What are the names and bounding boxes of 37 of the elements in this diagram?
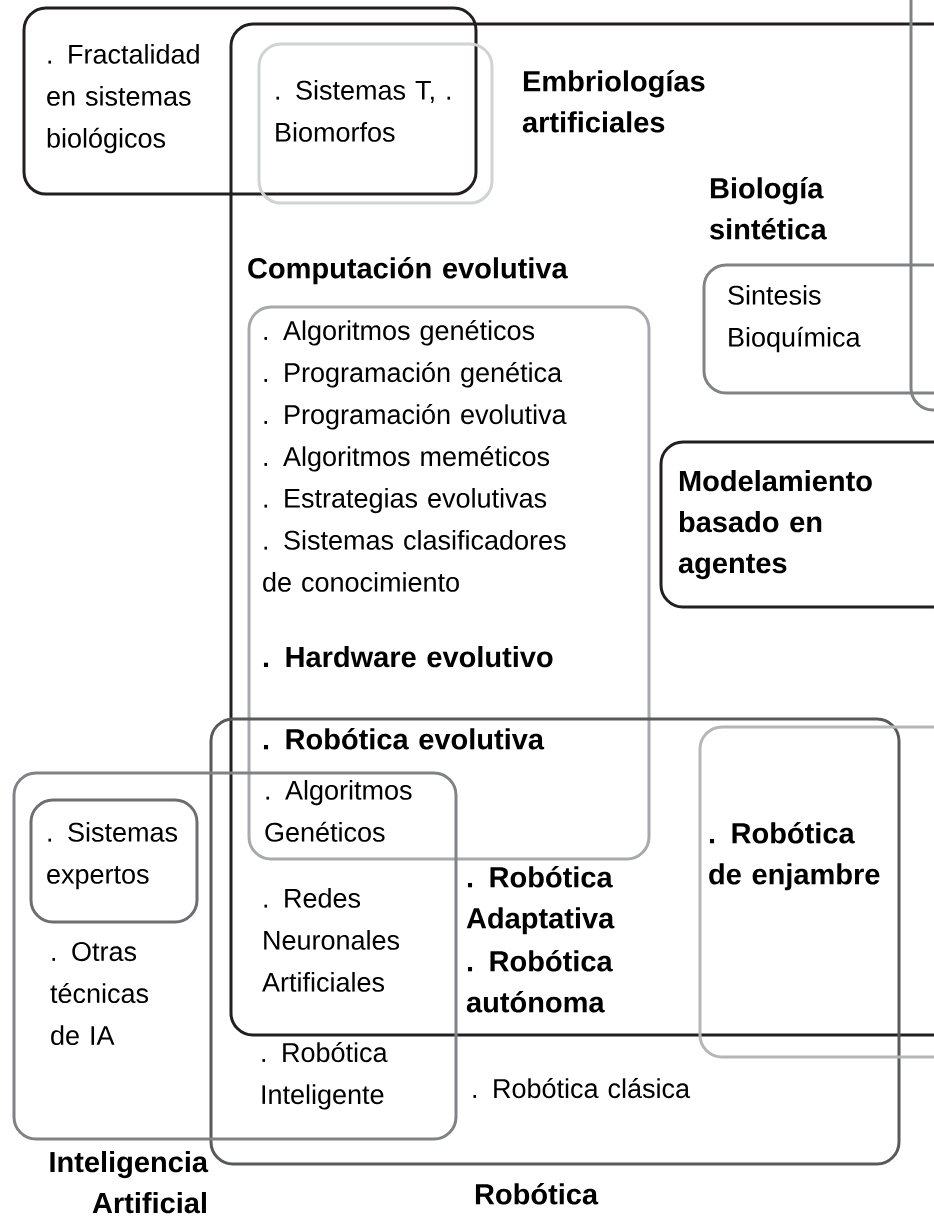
label: . Robótica Inteligente: [262, 1042, 388, 1110]
heading: Embriologías artificiales: [522, 70, 705, 133]
rounded-box: [909, 0, 934, 412]
rounded-box: [209, 717, 901, 1166]
list-item: . Programación evolutiva: [264, 404, 567, 430]
box-text: Sintesis Bioquímica: [728, 285, 861, 353]
heading: Biología sintética: [710, 177, 827, 240]
rounded-box: [22, 6, 478, 196]
list-item: . Estrategias evolutivas: [264, 488, 547, 514]
label: . Redes Neuronales Artificiales: [262, 888, 400, 992]
list-item: . Algoritmos genéticos: [264, 320, 535, 346]
box-text: . Sistemas T, . Biomorfos: [276, 80, 451, 142]
heading: Robótica: [475, 1183, 599, 1205]
box-text: . Otras técnicas de IA: [50, 942, 149, 1046]
heading: . Robótica Adaptativa: [466, 866, 615, 935]
rounded-box: [257, 42, 494, 205]
rounded-box: [702, 263, 934, 395]
rounded-box: [12, 771, 458, 1141]
box-text: . Fractalidad en sistemas biológicos: [47, 44, 199, 154]
list-item: . Sistemas clasificadores de conocimiento: [263, 530, 566, 592]
box-text: Modelamiento basado en agentes: [678, 470, 872, 580]
rounded-box: [698, 725, 934, 1059]
rounded-box: [247, 305, 651, 861]
box-text: . Robótica de enjambre: [709, 822, 880, 891]
list-item: . Programación genética: [264, 362, 563, 388]
heading: . Robótica evolutiva: [263, 728, 545, 750]
list-item: . Algoritmos meméticos: [264, 446, 550, 472]
rounded-box: [29, 798, 199, 924]
heading: . Robótica autónoma: [466, 950, 613, 1013]
heading: Inteligencia Artificial: [50, 1151, 209, 1214]
box-text: . Robótica clásica: [473, 1078, 691, 1099]
heading: Computación evolutiva: [248, 257, 568, 285]
rounded-box: [229, 22, 934, 1037]
box-text: . Sistemas expertos: [47, 822, 178, 890]
list-item: . Hardware evolutivo: [263, 646, 553, 668]
rounded-box: [659, 440, 934, 609]
label: . Algoritmos Genéticos: [265, 780, 412, 842]
